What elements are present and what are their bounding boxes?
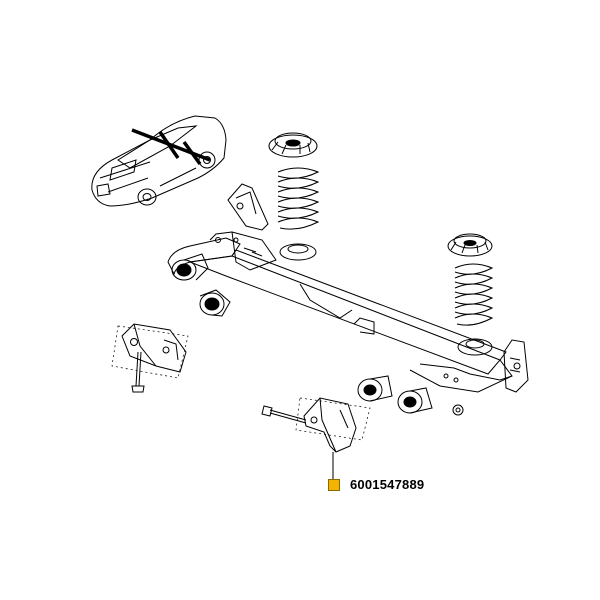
- rear-axle-beam-icon: [167, 183, 529, 416]
- spring-seat-icon: [268, 132, 318, 158]
- mounting-bracket-center-icon: [295, 397, 371, 453]
- spring-seat-right-icon: [447, 233, 493, 257]
- part-number-label: 6001547889: [350, 477, 425, 492]
- axle-bushing-right-icon: [357, 375, 433, 414]
- car-illustration-icon: [91, 115, 227, 207]
- spring-pad-right-icon: [457, 338, 493, 356]
- mounting-bracket-left-icon: [111, 323, 189, 379]
- coil-spring-icon: [277, 167, 320, 230]
- mounting-bolt-left-icon: [131, 351, 145, 393]
- axle-bushing-left-icon: [171, 253, 231, 317]
- spring-pad-icon: [279, 243, 317, 261]
- mounting-bolt-center-icon: [261, 405, 307, 424]
- callout-marker[interactable]: [328, 479, 340, 491]
- coil-spring-right-icon: [454, 263, 494, 326]
